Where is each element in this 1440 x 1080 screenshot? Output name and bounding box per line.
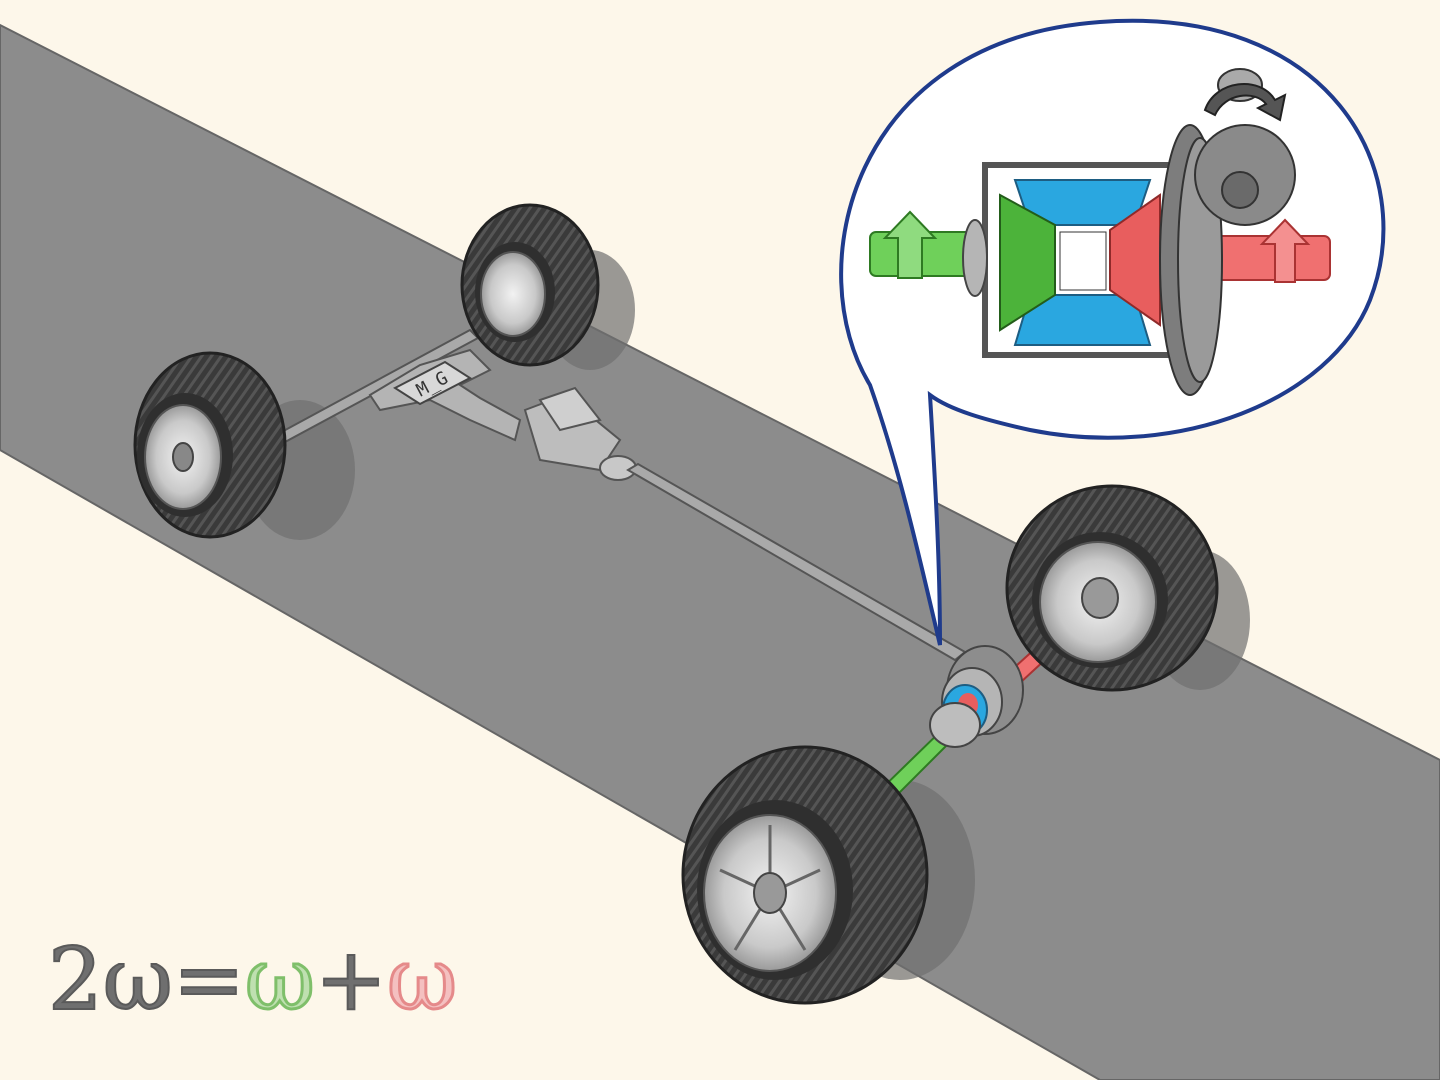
front-axle-assembly: M_G	[274, 284, 637, 481]
differential-icon	[929, 645, 1024, 748]
rotation-arrow-icon	[1203, 83, 1287, 122]
front-left-wheel	[133, 351, 287, 539]
front-right-wheel	[460, 203, 600, 367]
left-side-gear	[999, 193, 1056, 332]
rotation-arrow-icon	[882, 210, 938, 279]
rotation-arrow-icon	[1259, 218, 1311, 283]
chassis-badge-plate	[393, 360, 472, 406]
pinion-gear-icon	[1194, 68, 1296, 226]
spider-gear-bottom	[1013, 294, 1152, 346]
formula-equals: =	[172, 930, 246, 1030]
formula-lhs: 2ω	[47, 930, 174, 1030]
right-output-shaft	[1209, 218, 1331, 283]
left-output-shaft	[869, 210, 981, 279]
formula-left-wheel-term: ω	[243, 930, 316, 1030]
rear-right-wheel	[1005, 484, 1219, 692]
rear-left-wheel	[681, 745, 929, 1005]
differential-closeup	[869, 68, 1331, 396]
formula-right-wheel-term: ω	[386, 930, 459, 1030]
wheel-rim-icon	[480, 251, 546, 337]
angular-velocity-formula: 2ω = ω + ω	[47, 930, 459, 1030]
formula-plus: +	[314, 930, 388, 1030]
